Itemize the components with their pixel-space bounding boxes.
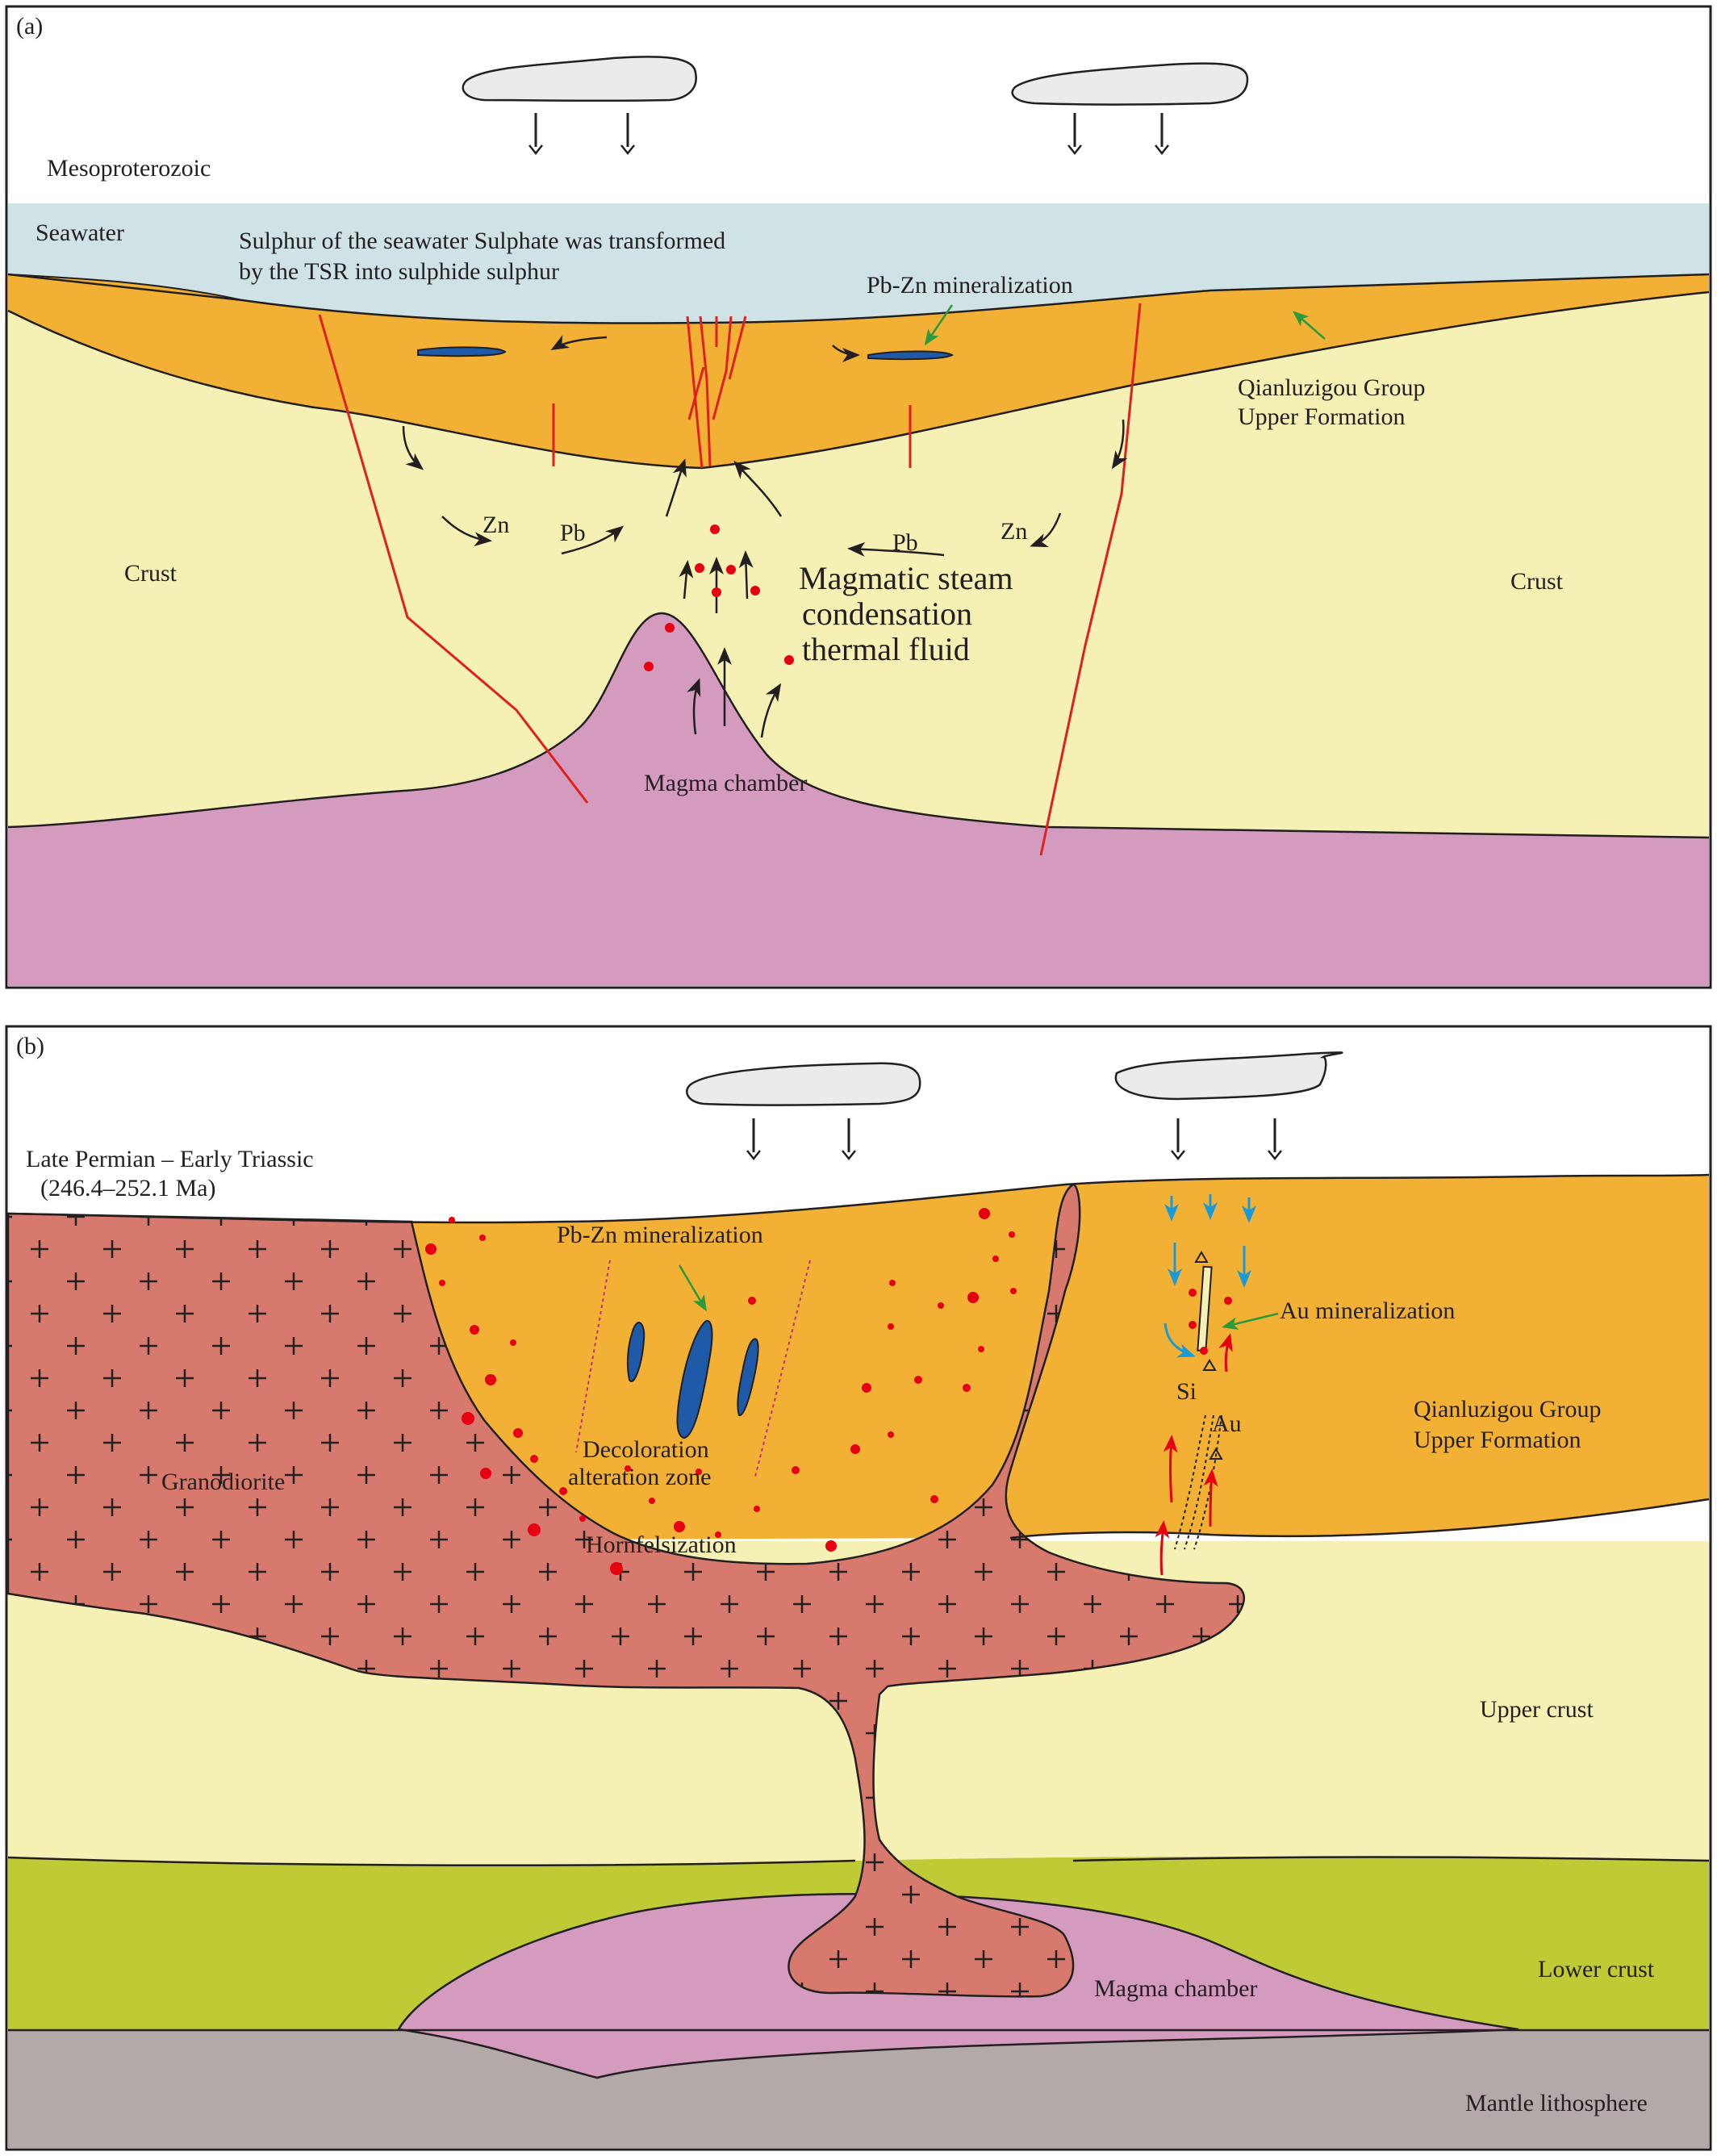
panel-a: (a) Mesoproterozoic Seawater Sulphur of … — [5, 5, 1712, 989]
orange-band-a — [8, 274, 1709, 468]
meteoric-arrows — [1163, 1194, 1256, 1358]
group-label-b-line2: Upper Formation — [1414, 1427, 1581, 1453]
era-label-b-line2: (246.4–252.1 Ma) — [40, 1175, 215, 1201]
ore-body-icon — [737, 1338, 759, 1416]
crust-label-left: Crust — [124, 560, 178, 587]
decoloration-label-line2: alteration zone — [568, 1464, 711, 1490]
fluid-label-line1: Magmatic steam — [799, 560, 1013, 596]
zn-label-right: Zn — [1001, 518, 1027, 545]
granodiorite-label: Granodiorite — [161, 1469, 285, 1495]
cloud-icon — [1011, 62, 1249, 106]
ore-lens-icon — [417, 346, 507, 357]
au-dots — [1189, 1289, 1232, 1355]
fault-lines-a — [318, 303, 1142, 856]
seawater-label: Seawater — [36, 219, 124, 246]
alteration-boundary — [754, 1260, 811, 1477]
hornfels-dots — [425, 1208, 1017, 1575]
alteration-boundary — [575, 1260, 611, 1453]
panel-b: (b) Late Permian – Early Triassic (246.4… — [5, 1025, 1712, 2151]
magma-chamber-a — [8, 613, 1709, 986]
zn-label-left: Zn — [483, 512, 509, 538]
ore-lens-icon — [867, 350, 954, 361]
cloud-icon — [462, 56, 697, 102]
fluid-arrows-a — [402, 335, 1128, 738]
granodiorite-cross-pattern — [8, 1185, 1244, 1997]
hydrothermal-arrows — [1155, 1333, 1233, 1576]
group-label-b-line1: Qianluzigou Group — [1414, 1396, 1601, 1423]
cloud-icon — [686, 1062, 921, 1106]
pbzn-label-a: Pb-Zn mineralization — [867, 272, 1073, 299]
pointer-arrow-icon — [924, 304, 954, 346]
tsr-label-line1: Sulphur of the seawater Sulphate was tra… — [239, 228, 725, 254]
group-label-a-line2: Upper Formation — [1238, 403, 1405, 430]
pb-label-right: Pb — [892, 529, 918, 556]
upper-crust-label: Upper crust — [1480, 1696, 1594, 1723]
magma-label-a: Magma chamber — [644, 770, 807, 796]
crust-label-right: Crust — [1510, 568, 1564, 595]
fluid-droplets-a — [644, 524, 794, 671]
tsr-label-line2: by the TSR into sulphide sulphur — [239, 258, 559, 285]
pointer-arrow-icon — [1222, 1312, 1279, 1331]
ore-body-icon — [676, 1319, 713, 1439]
fluid-label-line2: condensation — [802, 595, 972, 632]
panel-b-tag: (b) — [16, 1033, 44, 1059]
era-label-a: Mesoproterozoic — [47, 155, 211, 182]
mantle-label: Mantle lithosphere — [1465, 2090, 1648, 2116]
mantle-layer — [8, 2030, 1709, 2148]
si-label: Si — [1176, 1378, 1197, 1405]
au-vein — [1174, 1265, 1222, 1550]
fluid-label-line3: thermal fluid — [802, 631, 970, 667]
cloud-icon — [1114, 1051, 1343, 1101]
group-label-a-line1: Qianluzigou Group — [1238, 374, 1425, 401]
au-label: Au — [1212, 1410, 1242, 1437]
pointer-arrow-icon — [678, 1264, 708, 1312]
lower-crust-label: Lower crust — [1538, 1956, 1655, 1983]
panel-a-tag: (a) — [16, 13, 43, 40]
ore-body-icon — [626, 1322, 645, 1382]
decoloration-label-line1: Decoloration — [583, 1436, 709, 1463]
au-triangles — [1194, 1251, 1223, 1460]
era-label-b-line1: Late Permian – Early Triassic — [26, 1146, 314, 1172]
pbzn-label-b: Pb-Zn mineralization — [557, 1222, 763, 1248]
pb-label-left: Pb — [560, 520, 586, 546]
pointer-arrow-icon — [1292, 311, 1326, 340]
hornfels-label: Hornfelsization — [586, 1531, 737, 1558]
magma-label-b: Magma chamber — [1094, 1975, 1257, 2002]
au-mineralization-label: Au mineralization — [1280, 1297, 1455, 1324]
